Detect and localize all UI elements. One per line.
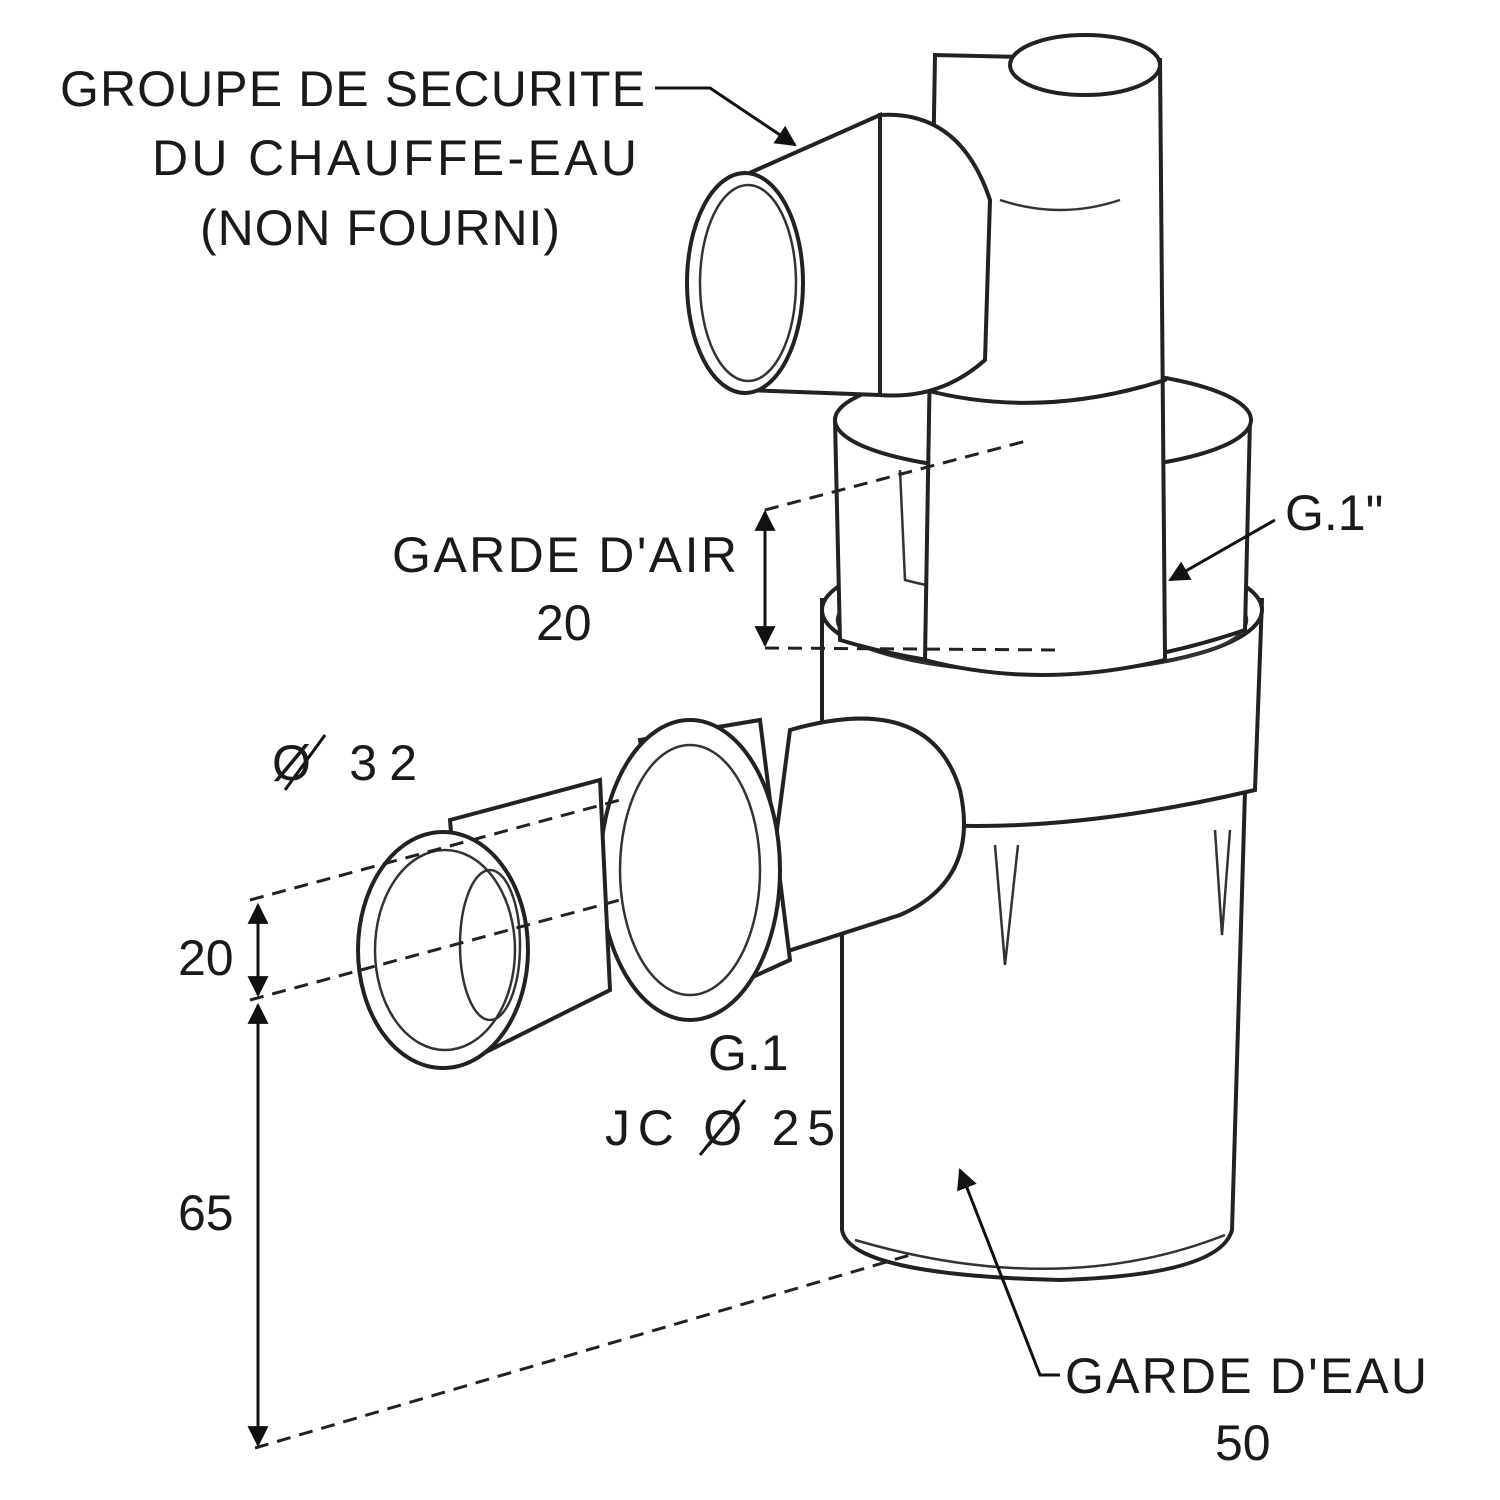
outlet-diameter-label: Ø 32	[272, 735, 417, 791]
thread-outlet-label: G.1	[708, 1025, 789, 1081]
dimension-65-label: 65	[178, 1185, 234, 1241]
dimension-reference-lines	[249, 438, 1061, 1450]
air-gap-label: GARDE D'AIR	[392, 527, 737, 583]
annotations: GROUPE DE SECURITE DU CHAUFFE-EAU (NON F…	[60, 61, 1427, 1471]
safety-group-label-line1: GROUPE DE SECURITE	[60, 61, 645, 117]
seal-diameter-label: JC Ø 25	[605, 1100, 835, 1156]
outlet-pipe	[356, 716, 966, 1070]
dimension-20-label: 20	[178, 930, 234, 986]
safety-group-inlet	[685, 111, 993, 398]
dimension-arrows	[247, 86, 1276, 1448]
air-gap-value: 20	[536, 595, 592, 651]
water-seal-label: GARDE D'EAU	[1065, 1348, 1427, 1404]
safety-group-label-line2: DU CHAUFFE-EAU	[152, 130, 637, 186]
safety-group-label-line3: (NON FOURNI)	[200, 200, 560, 256]
thread-top-label: G.1"	[1285, 485, 1383, 541]
water-seal-value: 50	[1215, 1415, 1271, 1471]
